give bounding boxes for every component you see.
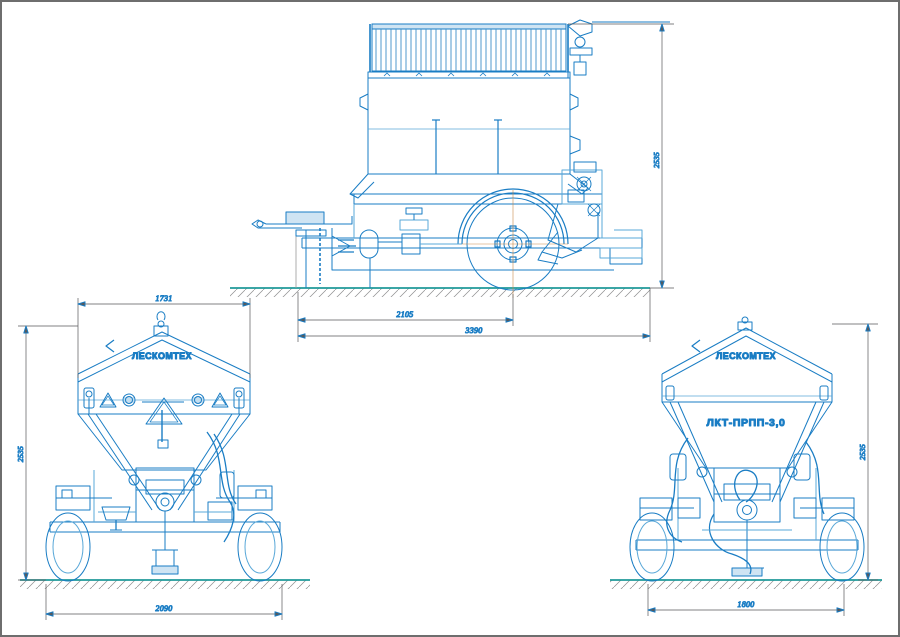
rear-ground-line xyxy=(20,579,310,589)
side-axle-dimension: 2105 xyxy=(297,292,514,326)
side-elevation-view: 2535 2105 3390 xyxy=(230,19,674,342)
dim-label-side-height: 2535 xyxy=(652,152,661,168)
front-wheels xyxy=(629,497,865,582)
side-ground-line xyxy=(230,287,650,297)
dim-label-front-height: 2535 xyxy=(858,444,867,460)
rear-hopper-width-dimension: 1731 xyxy=(77,294,251,378)
rear-elevation-view: ЛЕСКОМТЕХ xyxy=(16,294,310,620)
brand-logo-rear: ЛЕСКОМТЕХ xyxy=(132,351,192,361)
front-hopper-top: ЛЕСКОМТЕХ xyxy=(661,316,833,383)
front-chassis xyxy=(635,401,859,577)
dim-label-3390: 3390 xyxy=(464,326,482,335)
rear-height-dimension: 2535 xyxy=(16,325,78,581)
rear-hopper-top: ЛЕСКОМТЕХ xyxy=(77,311,251,383)
front-elevation-view: ЛЕСКОМТЕХ ЛКТ-ПРПП-3,0 xyxy=(610,316,882,616)
hopper-funnel xyxy=(349,161,603,205)
rear-wheels xyxy=(45,485,283,582)
rear-track-dimension: 2090 xyxy=(45,584,283,620)
front-height-dimension: 2535 xyxy=(832,323,878,581)
wheel-assembly xyxy=(457,188,569,298)
model-label: ЛКТ-ПРПП-3,0 xyxy=(707,417,786,429)
dim-label-2090: 2090 xyxy=(155,604,172,613)
dim-label-1800: 1800 xyxy=(737,600,754,609)
rear-hopper-body xyxy=(77,382,251,471)
front-hopper-body: ЛКТ-ПРПП-3,0 xyxy=(661,382,833,469)
loading-arm-assembly xyxy=(567,19,670,78)
hopper-grate-cover xyxy=(369,23,569,72)
side-length-dimension: 3390 xyxy=(297,288,651,342)
drawbar-hitch-assembly xyxy=(251,207,462,288)
side-height-dimension: 2535 xyxy=(568,23,674,289)
spreader-mechanism xyxy=(537,189,643,265)
brand-logo-front: ЛЕСКОМТЕХ xyxy=(716,351,776,361)
dim-label-1731: 1731 xyxy=(155,294,172,303)
dim-label-2105: 2105 xyxy=(396,310,413,319)
dim-label-rear-height: 2535 xyxy=(16,446,25,462)
hopper-body xyxy=(359,71,581,175)
front-width-dimension: 1800 xyxy=(647,584,845,616)
